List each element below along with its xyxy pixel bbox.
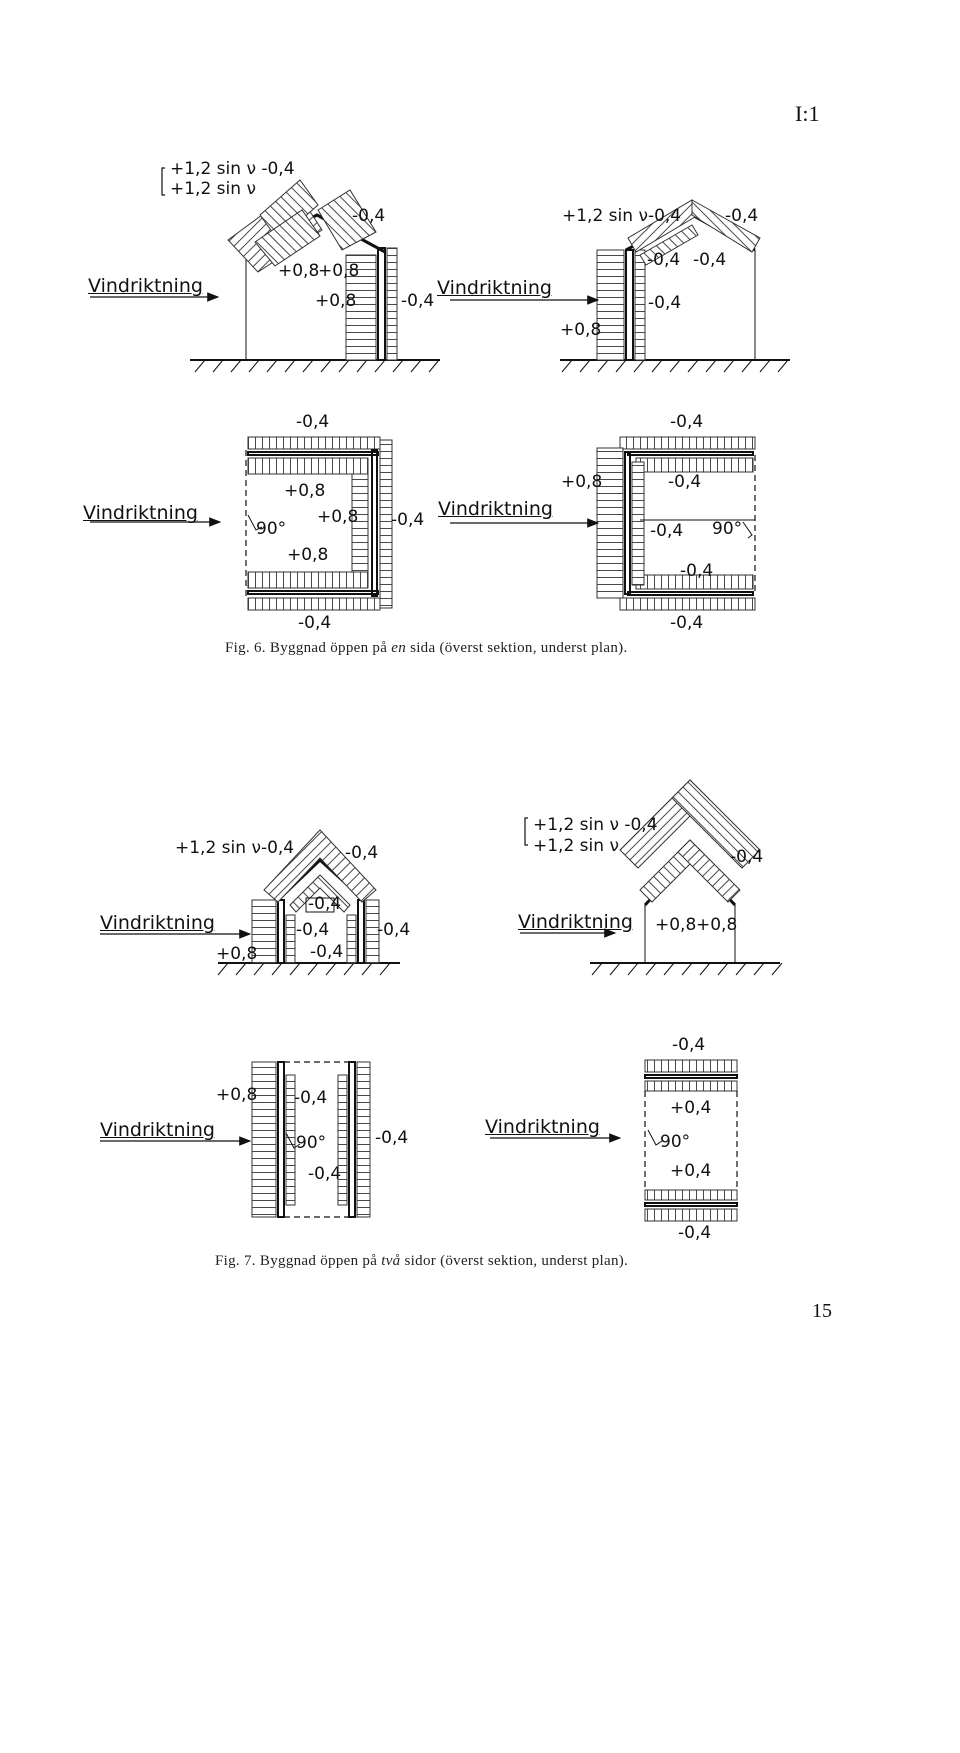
inner-coefficient: +0,4 [670, 1098, 712, 1118]
note-line-2: +1,2 sin ν [533, 836, 619, 856]
fig7-plan-right [490, 1059, 738, 1222]
figure-caption: Fig. 7. Byggnad öppen på två sidor (över… [215, 1253, 629, 1269]
wind-direction-label: Vindriktning [88, 275, 203, 297]
inner-coefficient: +0,8 [284, 481, 326, 501]
page-number: 15 [812, 1300, 832, 1322]
wind-direction-label: Vindriktning [485, 1116, 600, 1138]
inner-coefficient: +0,8 [317, 507, 359, 527]
roof-coefficient: +1,2 sin ν-0,4 [562, 206, 682, 226]
outer-coefficient: +0,8 [561, 472, 603, 492]
fig6-section-left [90, 167, 440, 373]
inner-coefficient: -0,4 [680, 561, 714, 581]
inner-coefficient: +0,4 [670, 1161, 712, 1181]
outer-coefficient: -0,4 [391, 510, 425, 530]
angle-label: 90° [712, 519, 743, 539]
plan-bottom-coefficient: -0,4 [670, 613, 704, 633]
wind-direction-label: Vindriktning [100, 912, 215, 934]
roof-coefficient: -0,4 [725, 206, 759, 226]
plan-bottom-coefficient: -0,4 [298, 613, 332, 633]
inner-coefficient: -0,4 [310, 942, 344, 962]
wind-direction-label: Vindriktning [518, 911, 633, 933]
figure-caption: Fig. 6. Byggnad öppen på en sida (överst… [225, 640, 628, 656]
wind-direction-label: Vindriktning [437, 277, 552, 299]
inner-coefficient: -0,4 [294, 1088, 328, 1108]
fig7-plan-left [100, 1061, 371, 1218]
inner-coefficient: -0,4 [693, 250, 727, 270]
plan-top-coefficient: -0,4 [672, 1035, 706, 1055]
inner-coefficient: +0,8 [287, 545, 329, 565]
inner-coefficient: +0,8 [315, 291, 357, 311]
outer-coefficient: -0,4 [401, 291, 435, 311]
inner-coefficient: -0,4 [650, 521, 684, 541]
note-line-2: +1,2 sin ν [170, 179, 256, 199]
inner-coefficient: -0,4 [648, 293, 682, 313]
roof-coefficient: -0,4 [345, 843, 379, 863]
wind-direction-label: Vindriktning [100, 1119, 215, 1141]
angle-label: 90° [660, 1132, 691, 1152]
wind-direction-label: Vindriktning [83, 502, 198, 524]
outer-coefficient: +0,8 [560, 320, 602, 340]
fig7-section-left [100, 829, 400, 976]
plan-top-coefficient: -0,4 [670, 412, 704, 432]
roof-coefficient: +1,2 sin ν-0,4 [175, 838, 295, 858]
plan-top-coefficient: -0,4 [296, 412, 330, 432]
roof-coefficient: -0,4 [730, 847, 764, 867]
inner-coefficient: +0,8 [278, 261, 320, 281]
plan-bottom-coefficient: -0,4 [678, 1223, 712, 1243]
note-line-1: +1,2 sin ν -0,4 [533, 815, 658, 835]
inner-coefficient: -0,4 [308, 1164, 342, 1184]
inner-coefficient: +0,8 [318, 261, 360, 281]
roof-coefficient: -0,4 [352, 206, 386, 226]
fig6-section-right [450, 199, 790, 373]
wind-direction-label: Vindriktning [438, 498, 553, 520]
inner-coefficient: -0,4 [647, 250, 681, 270]
fig7-section-right [520, 779, 783, 976]
inner-coefficient: -0,4 [308, 894, 342, 914]
note-line-1: +1,2 sin ν -0,4 [170, 159, 295, 179]
angle-label: 90° [256, 519, 287, 539]
fig6-plan-right [450, 436, 756, 611]
outer-coefficient: -0,4 [377, 920, 411, 940]
page-label: I:1 [795, 101, 820, 126]
outer-coefficient: +0,8 [216, 1085, 258, 1105]
inner-coefficient: -0,4 [668, 472, 702, 492]
outer-coefficient: -0,4 [375, 1128, 409, 1148]
inner-coefficient: -0,4 [296, 920, 330, 940]
inner-coefficient: +0,8 [696, 915, 738, 935]
fig6-plan-left [90, 436, 393, 611]
angle-label: 90° [296, 1133, 327, 1153]
outer-coefficient: +0,8 [216, 944, 258, 964]
inner-coefficient: +0,8 [655, 915, 697, 935]
